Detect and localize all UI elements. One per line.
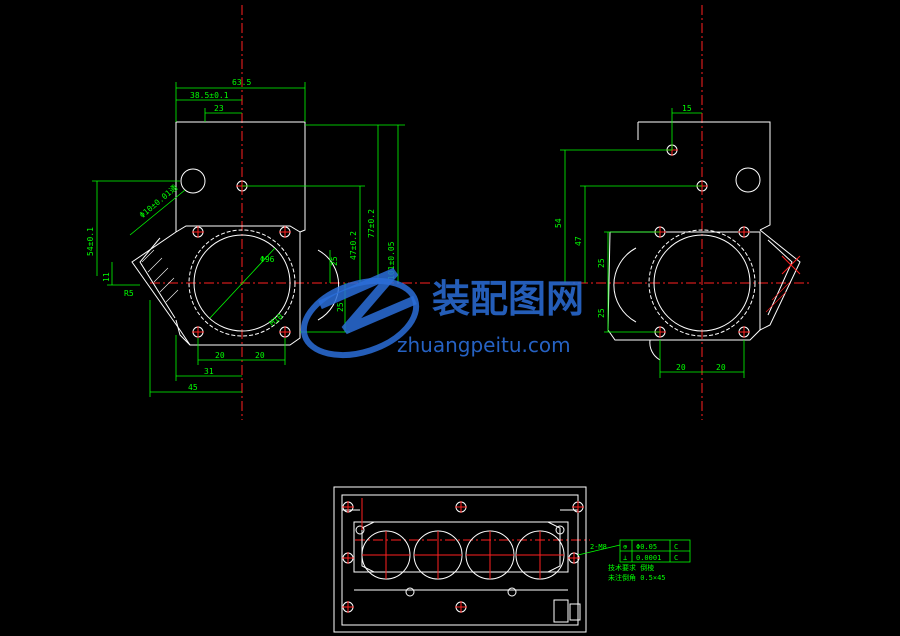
dim-right-height-2: 47	[574, 236, 583, 246]
callout-holes: 2-M8	[590, 543, 607, 551]
watermark: 装配图网 zhuangpeitu.com	[300, 267, 584, 358]
right-dimension-lines	[560, 108, 745, 378]
left-outline	[131, 121, 340, 346]
tol-ref-2: C	[674, 554, 678, 562]
tech-note-1: 技术要求 倒棱	[608, 563, 654, 572]
dim-bore: Φ96	[260, 255, 275, 264]
dim-right-bottom-1: 20	[676, 363, 686, 372]
dim-height-4: 77±0.2	[367, 209, 376, 238]
left-view: 63.5 38.5±0.1 23 25 25 47±0.2 77±0.2 101…	[86, 78, 405, 397]
dim-hole-note: M10	[268, 312, 285, 328]
watermark-logo-icon	[300, 267, 420, 358]
bottom-view: 2-M8 ⊕ Φ0.05 C ⊥ 0.0001 C 技术要求 倒棱 未注倒角 0…	[333, 486, 691, 633]
tol-val-1: Φ0.05	[636, 543, 657, 551]
dim-right-height-4: 25	[597, 308, 606, 318]
dim-height-5: 101±0.05	[387, 241, 396, 280]
right-view: 15 54 47 25 25 20 20	[554, 104, 801, 378]
bottom-crosses	[342, 498, 584, 613]
right-outline	[607, 121, 801, 361]
dim-height-3: 47±0.2	[349, 231, 358, 260]
dim-angle-note: Φ10±0.01通	[137, 182, 179, 220]
dim-bottom-4: 45	[188, 383, 198, 392]
left-hatch	[141, 249, 179, 303]
tol-val-2: 0.0001	[636, 554, 661, 562]
tol-ref-1: C	[674, 543, 678, 551]
dim-side-left: 54±0.1	[86, 227, 95, 256]
bottom-outline	[333, 486, 587, 633]
bottom-holes	[342, 501, 584, 613]
tol-sym-1: ⊕	[623, 543, 628, 551]
left-dimension-lines	[92, 82, 405, 397]
dim-bottom-2: 20	[255, 351, 265, 360]
dim-right-top: 15	[682, 104, 692, 113]
tech-note-2: 未注倒角 0.5×45	[608, 573, 666, 582]
dim-small-1: 11	[102, 272, 111, 282]
dim-bottom-3: 31	[204, 367, 214, 376]
watermark-brand: 装配图网	[432, 277, 584, 321]
dim-right-height-1: 54	[554, 218, 563, 228]
dim-right-bottom-2: 20	[716, 363, 726, 372]
dim-width-a: 38.5±0.1	[190, 91, 229, 100]
right-holes	[654, 144, 761, 338]
tolerance-frame	[619, 539, 691, 563]
right-hatch	[765, 281, 791, 313]
right-dimension-text: 15 54 47 25 25 20 20	[554, 104, 726, 372]
dim-height-2: 25	[336, 302, 345, 312]
dim-small-2: R5	[124, 289, 134, 298]
dim-height-1: 25	[330, 256, 339, 266]
dim-right-height-3: 25	[597, 258, 606, 268]
tol-sym-2: ⊥	[623, 554, 627, 562]
watermark-url: zhuangpeitu.com	[397, 333, 571, 357]
dim-bottom-1: 20	[215, 351, 225, 360]
dim-width-b: 23	[214, 104, 224, 113]
bottom-callout: 2-M8 ⊕ Φ0.05 C ⊥ 0.0001 C 技术要求 倒棱 未注倒角 0…	[577, 539, 691, 582]
dim-width-total: 63.5	[232, 78, 251, 87]
